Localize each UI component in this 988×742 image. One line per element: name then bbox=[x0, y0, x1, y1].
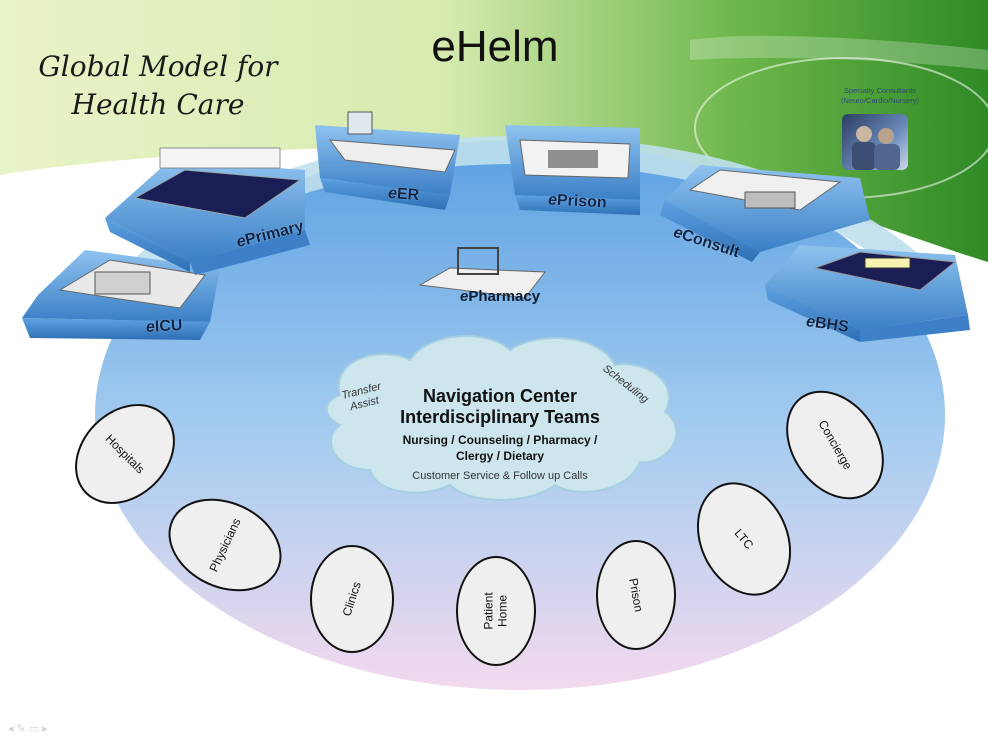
outlet-line-1: Prison bbox=[626, 577, 646, 613]
slide-title: eHelm bbox=[431, 22, 559, 71]
outlet-label: Hospitals bbox=[103, 432, 148, 477]
station-name: Pharmacy bbox=[468, 288, 541, 305]
subtitle-line-1: Global Model for bbox=[38, 50, 278, 83]
navigation-title-line-1: Navigation Center bbox=[422, 386, 578, 406]
slide-nav-controls[interactable]: ◂✎▭▸ bbox=[8, 722, 51, 735]
station-prefix: e bbox=[460, 288, 469, 305]
navigation-center-title: Navigation Center Interdisciplinary Team… bbox=[380, 386, 620, 428]
subtitle-line-2: Health Care bbox=[71, 88, 245, 121]
outlet-label: Prison bbox=[626, 577, 646, 613]
outlet-line-1: LTC bbox=[731, 526, 757, 552]
menu-icon[interactable]: ▭ bbox=[28, 723, 43, 735]
navigation-disciplines: Nursing / Counseling / Pharmacy / Clergy… bbox=[380, 432, 620, 464]
outlet-label: Patient Home bbox=[482, 592, 510, 629]
outlet-line-2: Home bbox=[495, 594, 510, 628]
station-label-er: eER bbox=[387, 185, 419, 205]
slide-subtitle: Global Model for Health Care bbox=[28, 48, 288, 124]
station-label-prison: ePrison bbox=[548, 191, 608, 212]
station-name: BHS bbox=[813, 314, 850, 336]
outlet-line-1: Clinics bbox=[339, 580, 365, 618]
outlet-line-1: Hospitals bbox=[102, 431, 148, 477]
outlet-label: Physicians bbox=[207, 516, 244, 574]
pen-icon[interactable]: ✎ bbox=[16, 723, 29, 735]
outlet-line-1: Concierge bbox=[815, 417, 855, 473]
disciplines-line-1: Nursing / Counseling / Pharmacy / bbox=[402, 433, 598, 447]
arrow-left-icon[interactable]: ◂ bbox=[8, 723, 17, 735]
outlet-label: Clinics bbox=[340, 580, 364, 618]
arrow-right-icon[interactable]: ▸ bbox=[42, 723, 51, 735]
specialty-consultants-label: Specialty Consultants (Neuro/Cardio/Nurs… bbox=[841, 86, 919, 105]
outlet-label: LTC bbox=[732, 526, 757, 552]
station-name: ICU bbox=[154, 317, 183, 336]
specialty-consultants-photo bbox=[842, 114, 908, 170]
outlet-patient-home: Patient Home bbox=[456, 556, 536, 666]
outlet-line-1: Physicians bbox=[206, 516, 244, 574]
outlet-prison: Prison bbox=[596, 540, 676, 650]
station-name: Prison bbox=[556, 191, 608, 212]
station-label-pharmacy: ePharmacy bbox=[460, 288, 540, 305]
outlet-clinics: Clinics bbox=[310, 545, 394, 653]
station-label-icu: eICU bbox=[146, 317, 183, 337]
outlet-line-1: Patient bbox=[481, 592, 496, 630]
customer-service-text: Customer Service & Follow up Calls bbox=[412, 470, 588, 482]
navigation-title-line-2: Interdisciplinary Teams bbox=[400, 407, 600, 427]
outlet-label: Concierge bbox=[815, 418, 854, 472]
disciplines-line-2: Clergy / Dietary bbox=[455, 449, 545, 463]
station-name: ER bbox=[396, 185, 420, 205]
